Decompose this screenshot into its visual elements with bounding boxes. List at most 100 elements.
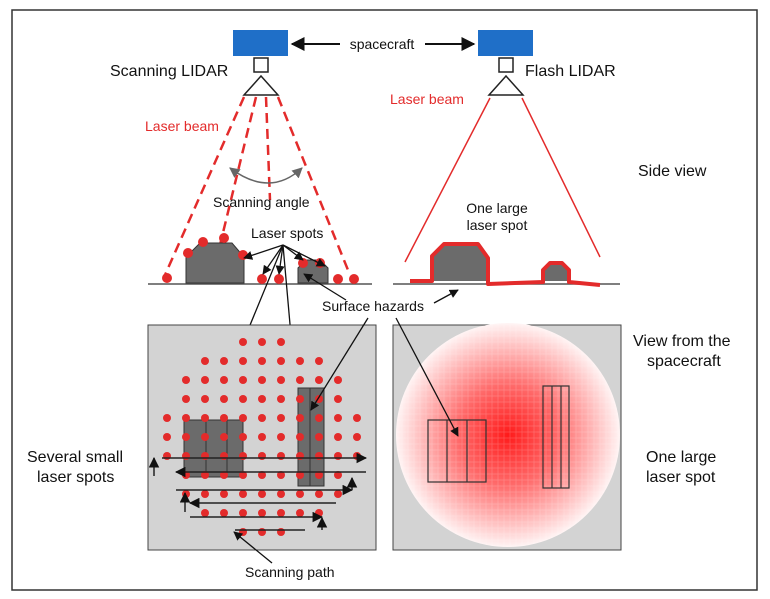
- view-from-label-line1: View from the: [633, 333, 731, 350]
- laser-spot: [182, 376, 190, 384]
- laser-spot: [334, 414, 342, 422]
- laser-beam-label-right: Laser beam: [390, 91, 464, 107]
- one-large-label-line1: One large: [646, 449, 716, 466]
- laser-spot: [296, 433, 304, 441]
- laser-spot: [239, 452, 247, 460]
- laser-spot: [220, 471, 228, 479]
- laser-spot: [277, 357, 285, 365]
- laser-spot: [201, 376, 209, 384]
- laser-spot: [201, 509, 209, 517]
- flash-illuminated-surface: [410, 242, 601, 287]
- laser-spot: [239, 509, 247, 517]
- laser-spot: [353, 414, 361, 422]
- laser-spot: [163, 452, 171, 460]
- laser-spot: [258, 471, 266, 479]
- laser-spot: [182, 490, 190, 498]
- laser-spot: [220, 376, 228, 384]
- laser-spot: [258, 414, 266, 422]
- laser-spot: [315, 357, 323, 365]
- laser-spot: [353, 433, 361, 441]
- laser-spot: [258, 357, 266, 365]
- laser-spot: [220, 452, 228, 460]
- laser-spot: [258, 376, 266, 384]
- laser-spot: [296, 395, 304, 403]
- laser-spot: [201, 452, 209, 460]
- laser-spot: [258, 490, 266, 498]
- laser-spot: [182, 395, 190, 403]
- laser-spot: [258, 528, 266, 536]
- laser-spot: [258, 395, 266, 403]
- laser-spot-grid: [163, 338, 361, 536]
- several-small-label-line1: Several small: [27, 449, 123, 466]
- laser-spot: [258, 433, 266, 441]
- one-large-label-line2: laser spot: [646, 469, 716, 486]
- laser-spot: [220, 490, 228, 498]
- hazards-top-view-right: [427, 385, 570, 489]
- surface-hazards-pointers: [303, 273, 459, 437]
- flash-lidar-emitter: [487, 74, 525, 96]
- laser-spot: [201, 471, 209, 479]
- laser-spot: [315, 376, 323, 384]
- laser-spot: [258, 509, 266, 517]
- hazard-large-side: [185, 242, 245, 284]
- several-small-label-line2: laser spots: [37, 469, 114, 486]
- flash-laser-beam: [404, 97, 601, 263]
- laser-spot: [163, 433, 171, 441]
- laser-spot: [220, 357, 228, 365]
- laser-spot: [277, 414, 285, 422]
- laser-spot: [277, 528, 285, 536]
- one-large-spot-side-line2: laser spot: [467, 217, 528, 233]
- laser-beam-label-left: Laser beam: [145, 118, 219, 134]
- scanning-angle-arc: [229, 167, 303, 184]
- laser-spot: [239, 414, 247, 422]
- laser-spot: [277, 452, 285, 460]
- laser-spot: [182, 452, 190, 460]
- laser-spot: [296, 452, 304, 460]
- laser-spot: [239, 338, 247, 346]
- laser-spot: [315, 471, 323, 479]
- laser-spot: [277, 433, 285, 441]
- laser-spot: [296, 414, 304, 422]
- one-large-spot-side-line1: One large: [466, 200, 528, 216]
- laser-spot: [277, 509, 285, 517]
- laser-spot: [277, 395, 285, 403]
- laser-spot: [201, 357, 209, 365]
- scanning-lidar-label: Scanning LIDAR: [110, 63, 228, 80]
- scanning-angle-label: Scanning angle: [213, 194, 310, 210]
- laser-spot: [315, 433, 323, 441]
- laser-spot: [296, 490, 304, 498]
- laser-spot: [296, 357, 304, 365]
- laser-spot: [220, 509, 228, 517]
- laser-spot: [182, 414, 190, 422]
- laser-spot: [239, 528, 247, 536]
- spacecraft-block-right: [478, 30, 533, 56]
- laser-spot: [334, 433, 342, 441]
- laser-spot: [277, 338, 285, 346]
- laser-spot: [182, 433, 190, 441]
- spacecraft-block-left: [233, 30, 288, 56]
- hazards-top-view-left: [183, 387, 325, 487]
- laser-spot: [163, 414, 171, 422]
- laser-spot: [220, 414, 228, 422]
- hazard-large-side-right: [432, 244, 488, 281]
- laser-spot: [201, 490, 209, 498]
- side-view-label: Side view: [638, 163, 707, 180]
- laser-spot: [239, 376, 247, 384]
- laser-spot: [258, 338, 266, 346]
- laser-spot: [296, 376, 304, 384]
- laser-spot: [201, 395, 209, 403]
- laser-spot: [315, 490, 323, 498]
- view-from-label-line2: spacecraft: [647, 353, 721, 370]
- laser-spot: [239, 490, 247, 498]
- laser-spot: [315, 509, 323, 517]
- scanning-lidar-sensor: [253, 57, 269, 73]
- laser-spot: [277, 376, 285, 384]
- flash-pixel-grid: [396, 323, 620, 547]
- scanning-lidar-emitter: [242, 74, 280, 96]
- laser-spot: [239, 357, 247, 365]
- spacecraft-label: spacecraft: [350, 36, 415, 52]
- laser-spot: [220, 433, 228, 441]
- laser-spot: [220, 395, 228, 403]
